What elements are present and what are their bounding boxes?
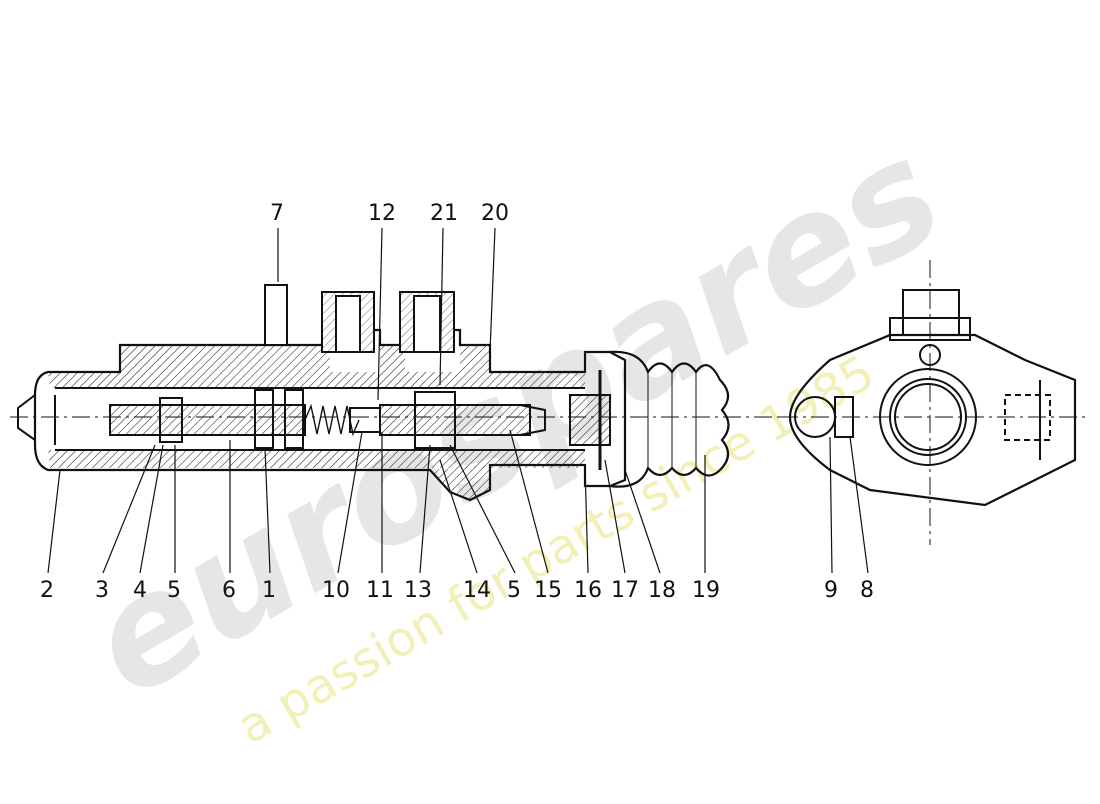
callout-top-4: 20	[481, 201, 509, 226]
callout-top-1: 7	[270, 201, 284, 226]
callout-bottom-13: 16	[574, 578, 602, 603]
callout-leaders	[47, 227, 869, 574]
callout-bottom-3: 4	[133, 578, 147, 603]
master-cylinder-section	[10, 284, 785, 502]
callout-bottom-16: 19	[692, 578, 720, 603]
callout-top-3: 21	[430, 201, 458, 226]
callout-bottom-7: 10	[322, 578, 350, 603]
callout-top-2: 12	[368, 201, 396, 226]
callout-bottom-4: 5	[167, 578, 181, 603]
callout-side-2: 8	[860, 578, 874, 603]
callout-bottom-11: 5	[507, 578, 521, 603]
callout-bottom-15: 18	[648, 578, 676, 603]
callout-labels: 7 12 21 20 2 3 4 5 6 1 10 11 13 14 5 15 …	[40, 201, 874, 603]
master-cylinder-end-view	[780, 260, 1090, 545]
callout-bottom-2: 3	[95, 578, 109, 603]
callout-bottom-10: 14	[463, 578, 491, 603]
callout-bottom-9: 13	[404, 578, 432, 603]
callout-bottom-8: 11	[366, 578, 394, 603]
callout-side-1: 9	[824, 578, 838, 603]
callout-bottom-14: 17	[611, 578, 639, 603]
callout-bottom-6: 1	[262, 578, 276, 603]
callout-bottom-12: 15	[534, 578, 562, 603]
callout-bottom-1: 2	[40, 578, 54, 603]
callout-bottom-5: 6	[222, 578, 236, 603]
